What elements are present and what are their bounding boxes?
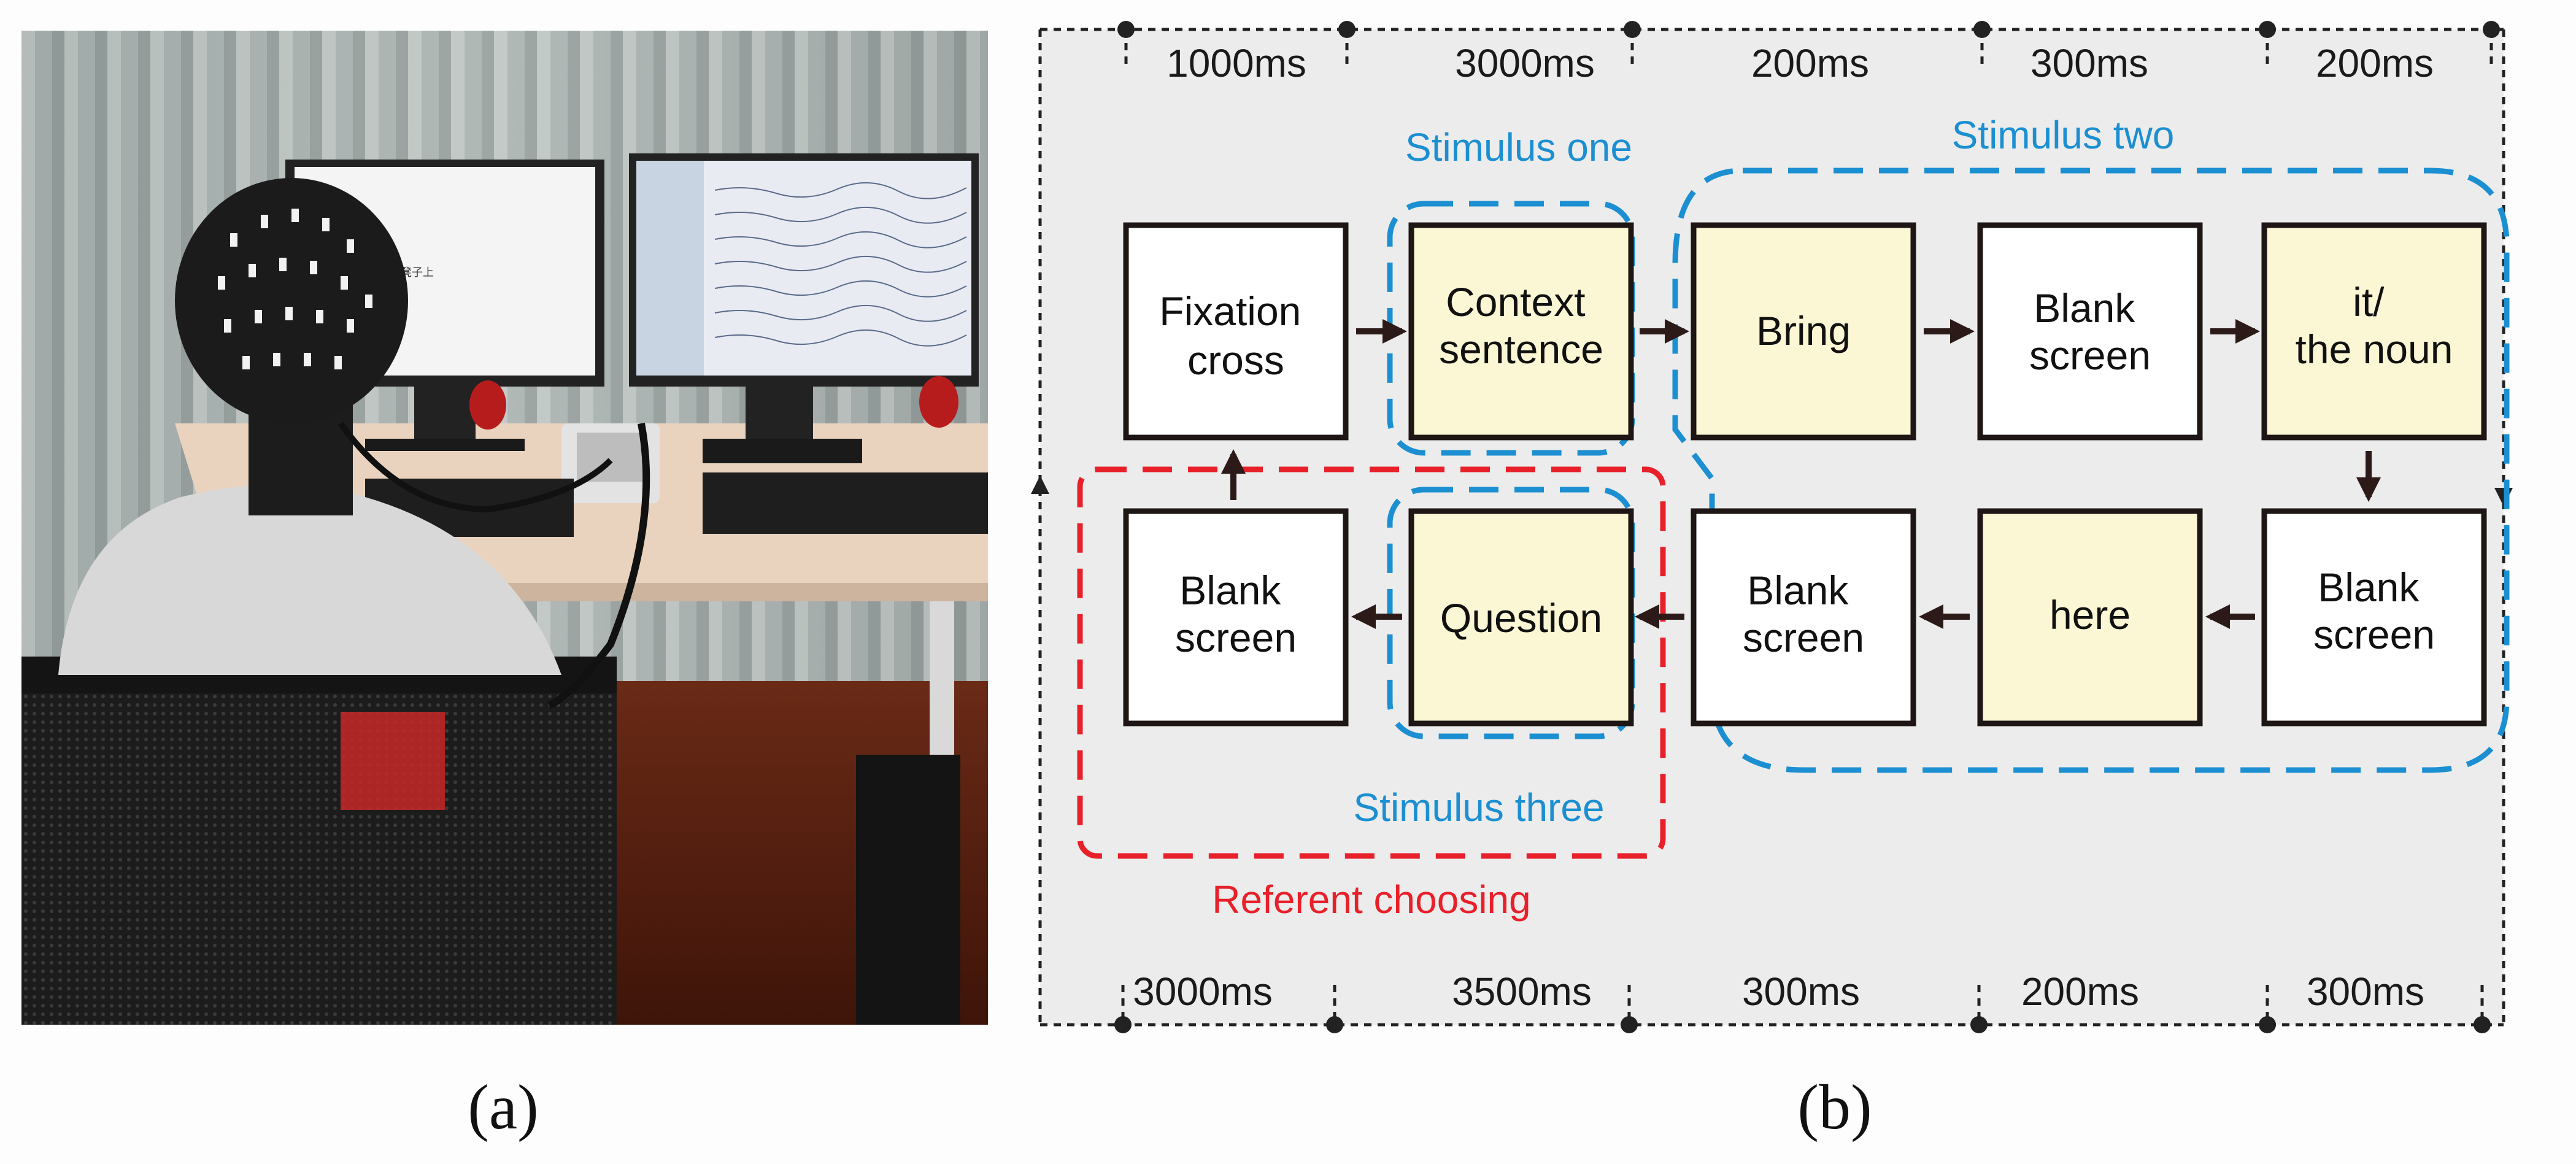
question-text: Question bbox=[1440, 595, 1602, 641]
box-blank-screen-4 bbox=[1123, 508, 1349, 727]
top-ticks bbox=[1117, 21, 2500, 67]
top-timing-3: 200ms bbox=[1751, 41, 1869, 85]
it-the-noun-text: it/ the noun bbox=[2296, 279, 2453, 372]
keyboard-right bbox=[703, 472, 988, 534]
caption-a: (a) bbox=[468, 1072, 539, 1143]
blank-screen-3-text: Blank screen bbox=[1743, 568, 1864, 660]
context-sentence-text: Context sentence bbox=[1439, 279, 1603, 372]
box-blank-screen-2 bbox=[2261, 508, 2487, 727]
blank-screen-2-text: Blank screen bbox=[2313, 565, 2435, 657]
top-timing-1: 1000ms bbox=[1167, 41, 1306, 85]
bring-text: Bring bbox=[1756, 308, 1851, 353]
stimulus-three-outline bbox=[1387, 487, 1635, 739]
box-blank-screen-3 bbox=[1691, 508, 1916, 727]
box-context-sentence bbox=[1408, 222, 1634, 441]
bottom-timing-4: 200ms bbox=[2021, 969, 2139, 1014]
blank-screen-1-text: Blank screen bbox=[2029, 285, 2151, 378]
eeg-setup-photo: 在凳子上 bbox=[21, 31, 988, 1025]
box-it-the-noun bbox=[2261, 222, 2487, 441]
stimulus-two-label: Stimulus two bbox=[1952, 113, 2175, 157]
stimulus-three-label: Stimulus three bbox=[1353, 785, 1604, 830]
stimulus-one-label: Stimulus one bbox=[1405, 125, 1632, 169]
top-timing-2: 3000ms bbox=[1455, 41, 1595, 85]
top-timing-5: 200ms bbox=[2316, 41, 2434, 85]
here-text: here bbox=[2050, 592, 2131, 638]
box-fixation-cross bbox=[1123, 222, 1349, 441]
box-question bbox=[1408, 508, 1634, 727]
timeline-arrow-left bbox=[1031, 476, 1049, 494]
chair bbox=[21, 657, 617, 1025]
referent-choosing-label: Referent choosing bbox=[1212, 877, 1530, 922]
bottom-timing-2: 3500ms bbox=[1452, 969, 1592, 1014]
box-blank-screen-1 bbox=[1977, 222, 2203, 441]
referent-choosing-outline bbox=[1077, 466, 1666, 859]
box-bring bbox=[1691, 222, 1916, 441]
fixation-cross-text: Fixation cross bbox=[1159, 288, 1312, 383]
top-timing-4: 300ms bbox=[2030, 41, 2148, 85]
blank-screen-4-text: Blank screen bbox=[1175, 568, 1297, 660]
bottom-ticks bbox=[1114, 985, 2491, 1033]
person-torso bbox=[58, 485, 561, 675]
bottom-timing-5: 300ms bbox=[2307, 969, 2424, 1014]
stimulus-two-outline bbox=[1672, 168, 2510, 773]
caption-b: (b) bbox=[1797, 1072, 1872, 1143]
box-here bbox=[1977, 508, 2203, 727]
bottom-timing-3: 300ms bbox=[1742, 969, 1860, 1014]
bottom-timing-1: 3000ms bbox=[1133, 969, 1273, 1014]
